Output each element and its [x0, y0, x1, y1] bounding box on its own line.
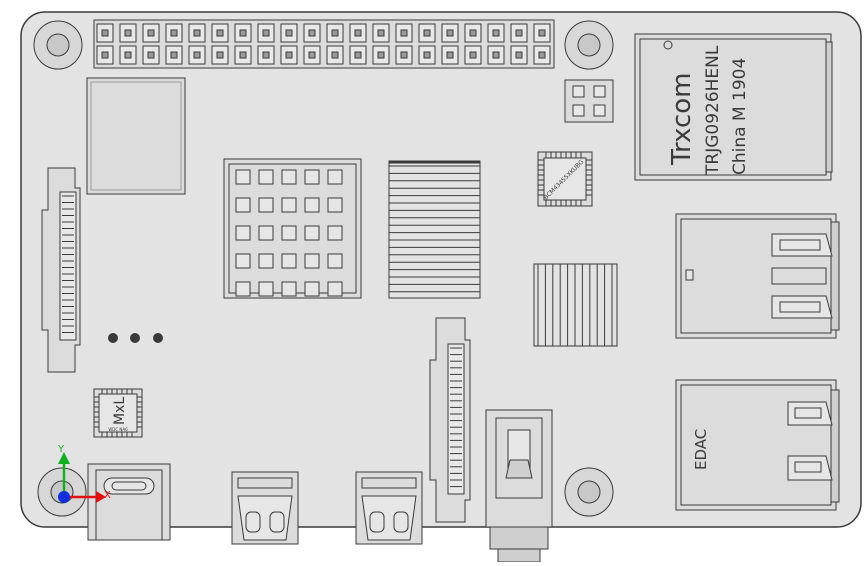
usb-port-lower: EDAC: [675, 379, 840, 511]
gpio-pin: [96, 45, 114, 65]
soc-pad: [304, 281, 320, 297]
gpio-pin: [372, 45, 390, 65]
soc-pad: [258, 225, 274, 241]
gpio-pin: [326, 45, 344, 65]
usb-c-power-port: [87, 463, 171, 541]
triad-x-label: X: [104, 490, 111, 501]
soc-pad: [327, 281, 343, 297]
ethernet-part-number: TRJG0926HENL: [703, 45, 723, 176]
gpio-pin: [464, 23, 482, 43]
gpio-pin: [349, 23, 367, 43]
soc-pad: [235, 225, 251, 241]
soc-pad: [327, 197, 343, 213]
gpio-pin: [326, 23, 344, 43]
gpio-pin: [510, 45, 528, 65]
gpio-pin: [165, 45, 183, 65]
triad-y-label: Y: [57, 444, 65, 455]
gpio-pin: [234, 23, 252, 43]
soc-pad: [258, 197, 274, 213]
soc-pad: [327, 253, 343, 269]
poe-header: [564, 79, 614, 123]
soc-pad: [304, 169, 320, 185]
coordinate-triad: Y X: [57, 444, 111, 503]
ethernet-origin: China M 1904: [730, 58, 750, 175]
gpio-pin: [418, 23, 436, 43]
usb-port-upper: [675, 213, 840, 339]
gpio-pin: [303, 45, 321, 65]
usb-controller-chip: [388, 160, 481, 299]
gpio-pin: [464, 45, 482, 65]
status-leds: [108, 333, 163, 343]
mounting-hole-top-right: [564, 20, 614, 70]
soc-pad: [258, 281, 274, 297]
gpio-pin: [119, 45, 137, 65]
soc-pad: [327, 169, 343, 185]
ethernet-brand: Trxcom: [667, 72, 697, 166]
soc-pad: [235, 253, 251, 269]
gpio-pin: [280, 23, 298, 43]
mxl-chip: MxL WDC NA6: [93, 388, 143, 438]
gpio-pin: [395, 23, 413, 43]
gpio-pin: [533, 45, 551, 65]
gpio-pin: [142, 23, 160, 43]
gpio-pin: [257, 23, 275, 43]
soc-pad: [235, 281, 251, 297]
soc-pad: [281, 281, 297, 297]
z-axis-dot: [58, 491, 70, 503]
gpio-pin: [510, 23, 528, 43]
soc-pad: [304, 197, 320, 213]
gpio-pin: [211, 23, 229, 43]
soc-pad: [258, 169, 274, 185]
soc-pad: [281, 197, 297, 213]
soc-pad: [304, 225, 320, 241]
wifi-chip: BCM43455XKUBG: [537, 151, 593, 207]
micro-hdmi-port-1: [355, 471, 423, 545]
soc-pad: [235, 169, 251, 185]
ethernet-phy-chip: [533, 263, 618, 347]
gpio-pin: [441, 45, 459, 65]
mxl-chip-sublabel: WDC NA6: [108, 427, 128, 432]
gpio-pin: [533, 23, 551, 43]
audio-jack: [485, 409, 553, 563]
ethernet-jack: Trxcom TRJG0926HENL China M 1904: [634, 33, 833, 181]
gpio-pin: [418, 45, 436, 65]
gpio-pin: [349, 45, 367, 65]
gpio-pin: [257, 45, 275, 65]
gpio-pin: [211, 45, 229, 65]
gpio-pin: [280, 45, 298, 65]
soc-pad: [235, 197, 251, 213]
gpio-pin: [188, 23, 206, 43]
usb-connector-label: EDAC: [692, 429, 710, 470]
soc-pad: [258, 253, 274, 269]
micro-hdmi-port-0: [231, 471, 299, 545]
soc-pad: [304, 253, 320, 269]
soc-pad: [281, 169, 297, 185]
gpio-pin: [487, 45, 505, 65]
soc-pad: [281, 253, 297, 269]
gpio-pin: [303, 23, 321, 43]
display-connector: [41, 167, 81, 373]
camera-connector: [429, 317, 471, 523]
gpio-pin: [372, 23, 390, 43]
mxl-chip-label: MxL: [112, 397, 128, 425]
gpio-pin: [119, 23, 137, 43]
soc-pad: [281, 225, 297, 241]
gpio-pin: [142, 45, 160, 65]
mounting-hole-bottom-right: [564, 467, 614, 517]
gpio-header: [93, 19, 555, 69]
soc-chip: [223, 158, 362, 299]
mounting-hole-top-left: [33, 20, 83, 70]
gpio-pin: [165, 23, 183, 43]
ram-chip: [86, 77, 186, 195]
gpio-pin: [487, 23, 505, 43]
gpio-pin: [395, 45, 413, 65]
soc-pad: [327, 225, 343, 241]
gpio-pin: [441, 23, 459, 43]
gpio-pin: [96, 23, 114, 43]
gpio-pin: [234, 45, 252, 65]
gpio-pin: [188, 45, 206, 65]
